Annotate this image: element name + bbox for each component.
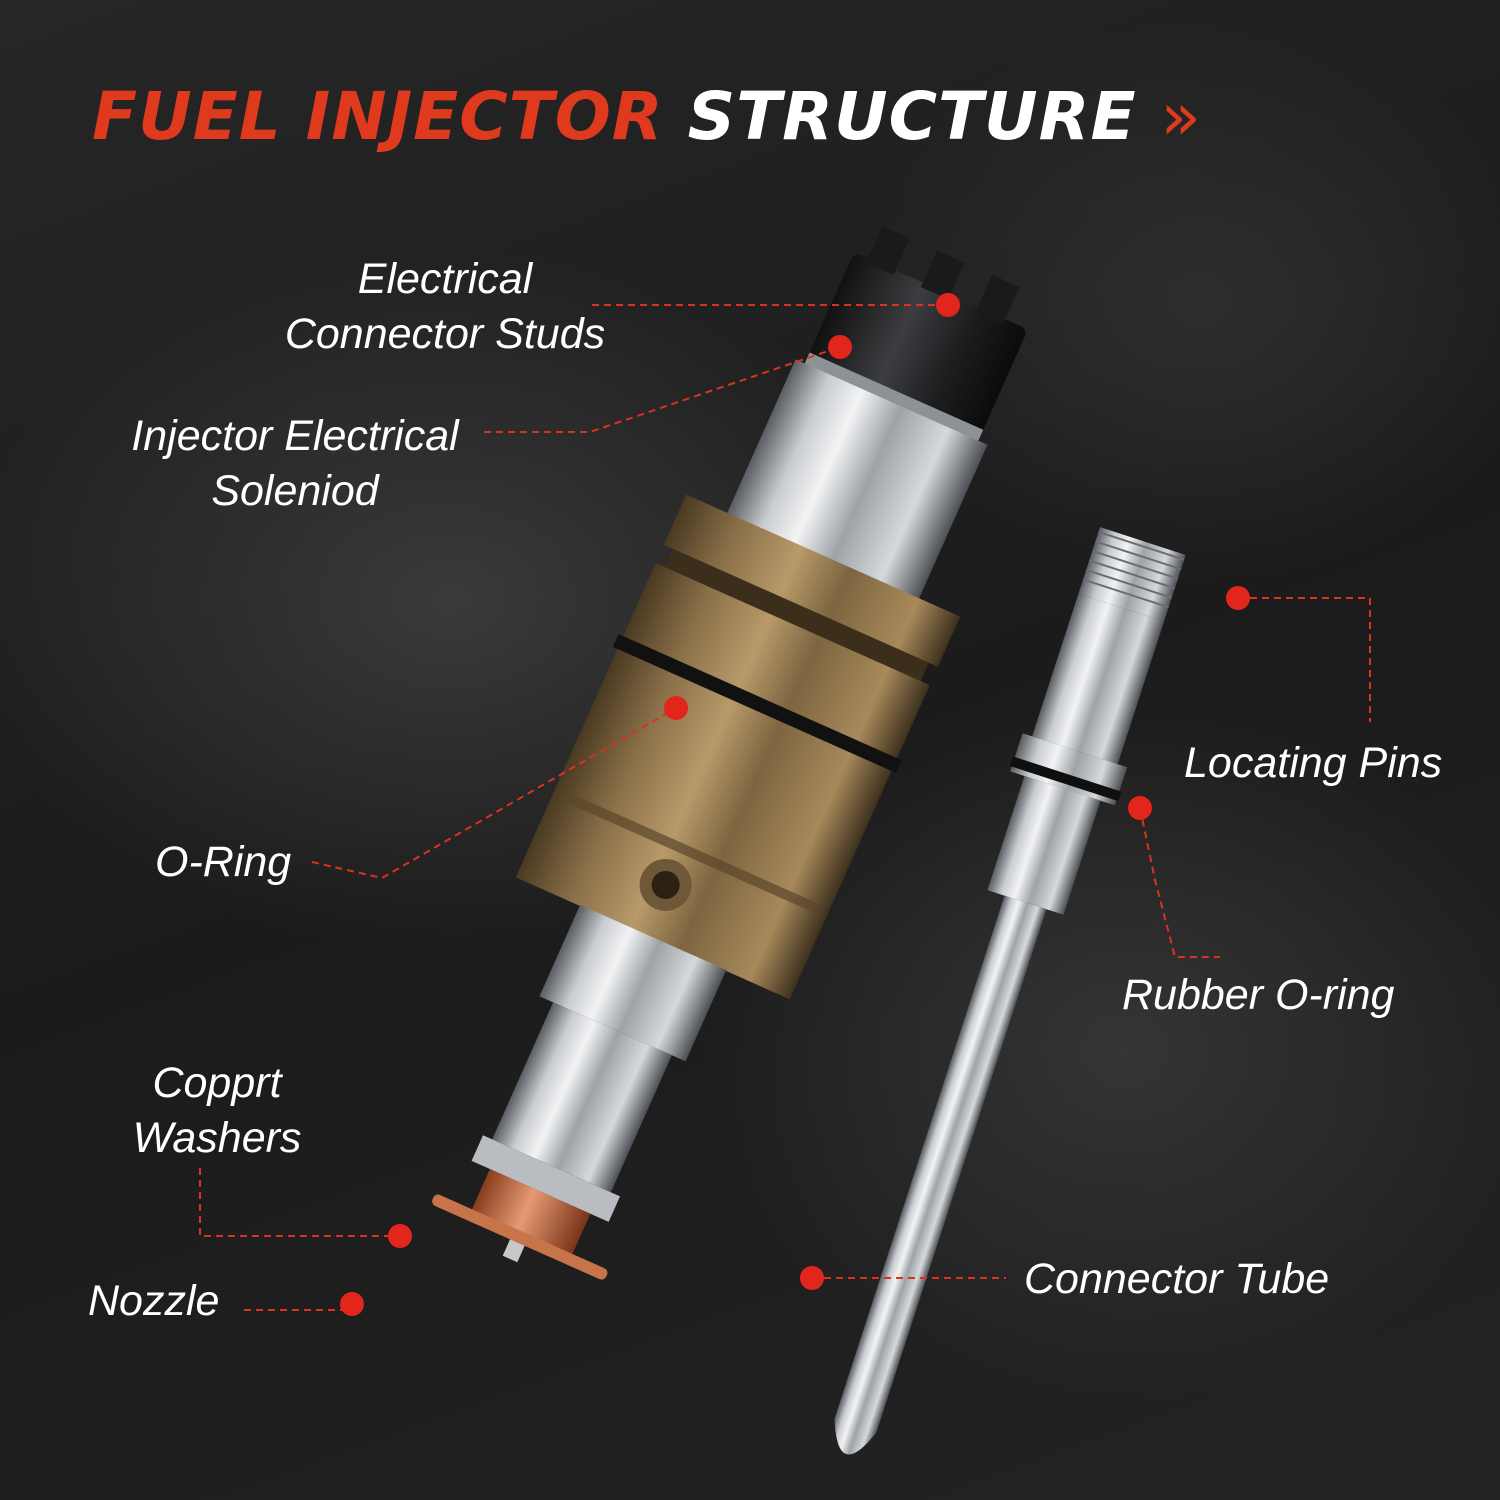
label-line: Injector Electrical (131, 412, 459, 460)
callout-dot-solenoid (828, 335, 852, 359)
callout-dot-studs (936, 293, 960, 317)
label-line: Nozzle (88, 1277, 220, 1325)
label-copper-washers: Copprt Washers (112, 1056, 322, 1166)
title-part-1: FUEL INJECTOR (92, 78, 664, 155)
label-line: Electrical (357, 255, 533, 303)
callout-dot-o-ring (664, 696, 688, 720)
callout-line-solenoid (484, 346, 841, 433)
label-locating-pins: Locating Pins (1184, 736, 1442, 791)
page-title: FUEL INJECTOR STRUCTURE » (92, 72, 1202, 162)
callout-dot-washers (388, 1224, 412, 1248)
callout-line-locating-pins (1238, 597, 1371, 722)
label-line: Connector Tube (1024, 1255, 1330, 1303)
callout-dot-nozzle (340, 1292, 364, 1316)
label-injector-electrical-solenoid: Injector Electrical Soleniod (110, 409, 480, 519)
label-connector-tube: Connector Tube (1024, 1252, 1329, 1307)
label-nozzle: Nozzle (88, 1274, 219, 1329)
callout-dot-connector-tube (800, 1266, 824, 1290)
callout-dot-locating-pins (1226, 586, 1250, 610)
label-electrical-connector-studs: Electrical Connector Studs (270, 252, 620, 362)
label-line: O-Ring (155, 838, 292, 886)
label-line: Soleniod (211, 467, 379, 515)
label-line: Washers (132, 1114, 302, 1162)
callout-line-rubber-o-ring (1139, 807, 1220, 958)
label-line: Rubber O-ring (1122, 971, 1395, 1019)
label-o-ring: O-Ring (155, 835, 291, 890)
callout-line-washers (199, 1168, 400, 1237)
label-line: Locating Pins (1184, 739, 1443, 787)
chevron-right-icon: » (1160, 78, 1202, 155)
title-part-2: STRUCTURE (687, 78, 1137, 155)
callout-dot-rubber-o-ring (1128, 796, 1152, 820)
label-line: Copprt (152, 1059, 282, 1107)
label-line: Connector Studs (284, 310, 606, 358)
label-rubber-o-ring: Rubber O-ring (1122, 968, 1394, 1023)
